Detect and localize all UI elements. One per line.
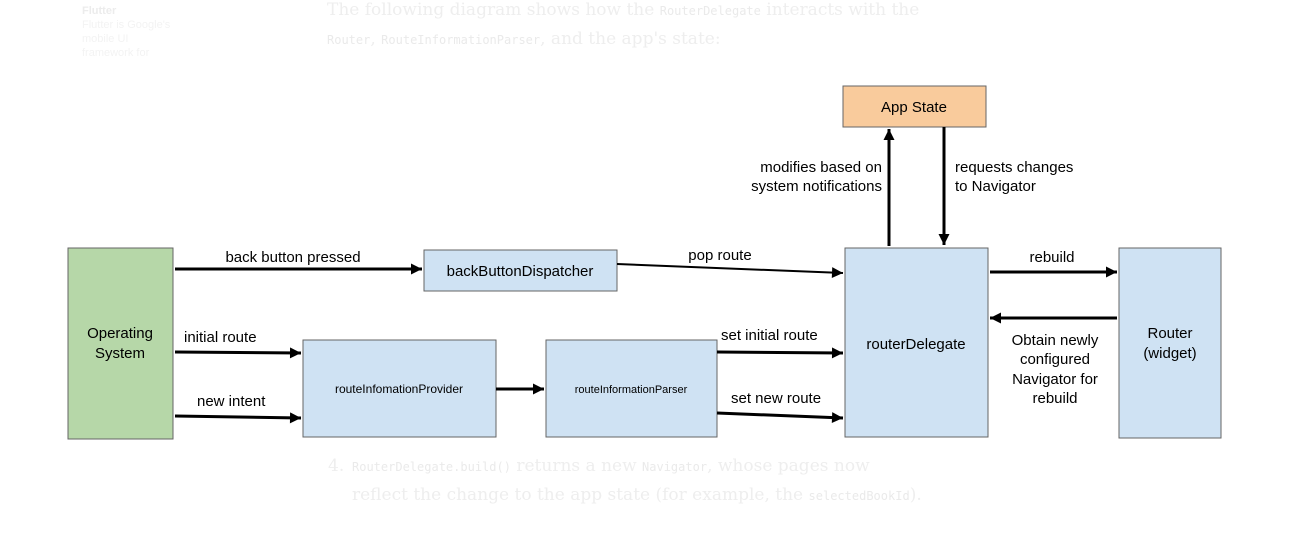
edge-label-obtain: configured [1020,351,1090,368]
app-state-box [842,85,987,128]
arrow-set-initial-route [716,347,844,359]
sidebar-title: Flutter [82,5,117,17]
node-operating-system: Operating System [67,247,174,440]
intro-text: , and the app's state: [540,29,721,49]
edge-label-requests: to Navigator [955,178,1036,195]
arrow-set-new-route [716,411,844,424]
step-code: selectedBookId [808,489,910,503]
arrow-new-intent [174,412,302,424]
intro-text: interacts with the [760,0,920,20]
edge-label-modifies: modifies based on [760,159,882,176]
edge-label-back-button-pressed: back button pressed [225,249,360,266]
intro-code: Router [327,33,371,47]
edge-label-obtain: rebuild [1032,390,1077,407]
router-label: (widget) [1143,345,1196,362]
step-text: , whose pages now [707,456,870,476]
edge-label-new-intent: new intent [197,393,266,410]
router-delegate-box [844,247,989,438]
node-router: Router (widget) [1118,247,1222,439]
intro-code: RouterDelegate [659,4,761,18]
arrow-pop-route [616,263,844,279]
node-back-button-dispatcher: backButtonDispatcher [423,249,618,292]
sidebar-line: Flutter is Google's [82,19,171,31]
operating-system-label: System [95,345,145,362]
sidebar-card[interactable]: Flutter Flutter is Google's mobile UI fr… [82,4,202,60]
route-information-provider-box [302,339,497,438]
node-router-delegate: routerDelegate [844,247,989,438]
operating-system-box [67,247,174,440]
edge-label-rebuild: rebuild [1029,249,1074,266]
edge-label-requests: requests changes [955,159,1073,176]
edge-label-set-initial-route: set initial route [721,327,818,344]
back-button-dispatcher-box [423,249,618,292]
route-information-parser-label: routeInformationParser [575,384,688,396]
route-information-parser-box [545,339,718,438]
operating-system-label: Operating [87,325,153,342]
intro-code: RouteInformationParser [381,33,541,47]
step-text: returns a new [510,456,643,476]
intro-text: , [370,29,382,49]
router-delegate-label: routerDelegate [866,336,965,353]
edge-label-obtain: Obtain newly [1012,332,1099,349]
edge-label-initial-route: initial route [184,329,257,346]
edge-label-pop-route: pop route [688,247,751,264]
edge-label-modifies: system notifications [751,178,882,195]
router-box [1118,247,1222,439]
edge-label-set-new-route: set new route [731,390,821,407]
intro-paragraph: The following diagram shows how the Rout… [327,0,987,54]
intro-text: The following diagram shows how the [327,0,660,20]
node-route-information-parser: routeInformationParser [545,339,718,438]
edge-label-obtain: Navigator for [1012,371,1098,388]
app-state-label: App State [881,99,947,116]
back-button-dispatcher-label: backButtonDispatcher [447,263,594,280]
step-code: Navigator [642,460,708,474]
step-text: ). [909,485,922,505]
step-number: 4. [328,456,345,476]
node-route-information-provider: routeInfomationProvider [302,339,497,438]
arrow-initial-route [174,347,302,359]
node-app-state: App State [842,85,987,128]
sidebar-line: mobile UI [82,33,129,45]
step-4-item: 4. RouterDelegate.build() returns a new N… [328,452,968,510]
sidebar-line: framework for [82,47,150,59]
route-information-provider-label: routeInfomationProvider [335,382,463,396]
router-label: Router [1147,325,1192,342]
step-text: reflect the change to the app state (for… [352,485,809,505]
step-code: RouterDelegate.build() [352,460,511,474]
